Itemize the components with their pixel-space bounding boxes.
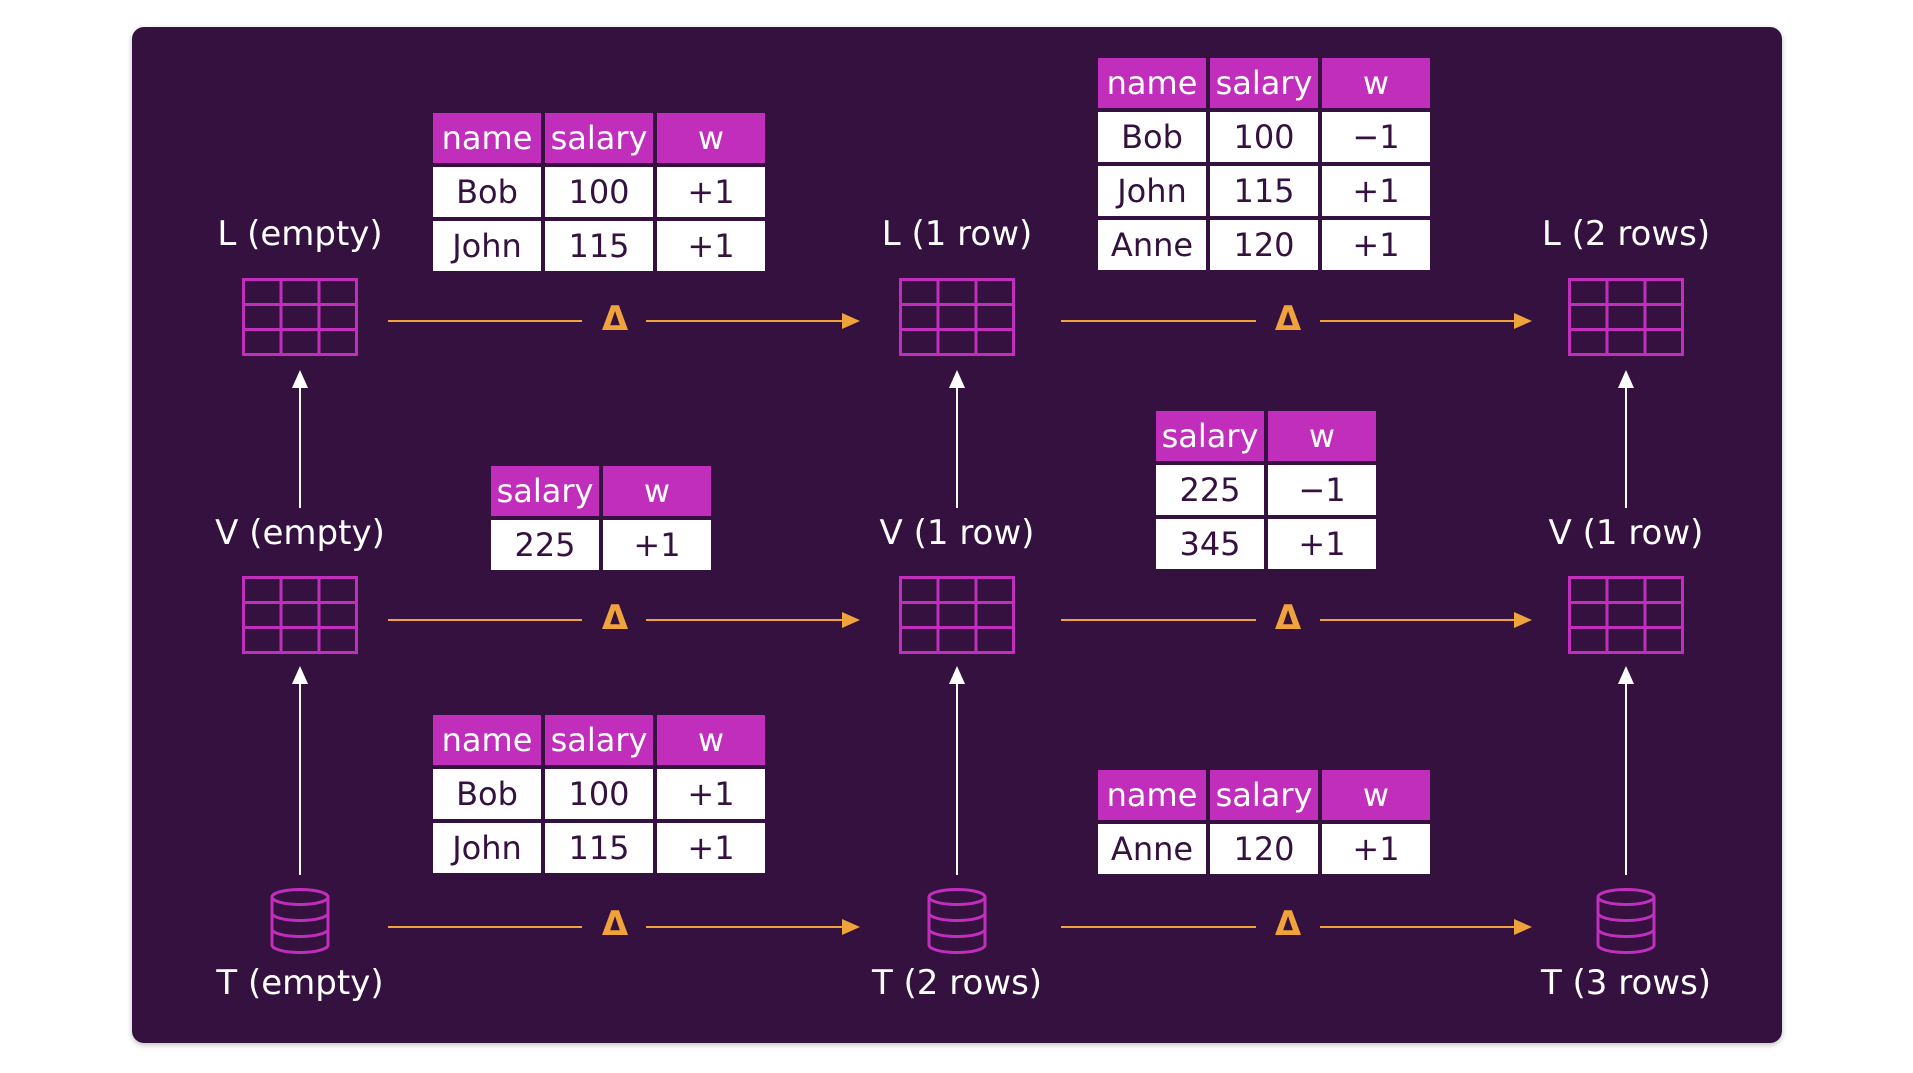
column-header: salary — [1156, 411, 1264, 461]
table-cell: 120 — [1210, 220, 1318, 270]
table-cell: John — [433, 221, 541, 271]
column-header: salary — [545, 715, 653, 765]
column-header: salary — [1210, 770, 1318, 820]
node-label-v-1row-right: V (1 row) — [1548, 513, 1704, 553]
table-grid-icon — [1568, 278, 1684, 356]
table-row: John 115 +1 — [433, 221, 765, 271]
delta-table-v-2: salary w 225 −1 345 +1 — [1152, 407, 1380, 573]
table-cell: −1 — [1322, 112, 1430, 162]
table-cell: 100 — [545, 167, 653, 217]
column-header: w — [1322, 770, 1430, 820]
table-cell: 120 — [1210, 824, 1318, 874]
node-label-l-2rows: L (2 rows) — [1541, 214, 1711, 254]
node-label-v-1row: V (1 row) — [879, 513, 1035, 553]
table-cell: +1 — [657, 823, 765, 873]
table-cell: 115 — [1210, 166, 1318, 216]
table-row: Anne 120 +1 — [1098, 220, 1430, 270]
column-header: w — [603, 466, 711, 516]
table-row: Bob 100 +1 — [433, 769, 765, 819]
table-cell: 100 — [545, 769, 653, 819]
table-cell: 225 — [491, 520, 599, 570]
table-row: Bob 100 −1 — [1098, 112, 1430, 162]
table-cell: +1 — [1268, 519, 1376, 569]
column-header: w — [657, 715, 765, 765]
column-header: name — [1098, 770, 1206, 820]
table-cell: Anne — [1098, 220, 1206, 270]
table-cell: John — [433, 823, 541, 873]
database-icon — [1596, 888, 1656, 954]
delta-table-l-2: name salary w Bob 100 −1 John 115 +1 Ann… — [1094, 54, 1434, 274]
table-cell: +1 — [1322, 824, 1430, 874]
table-cell: Anne — [1098, 824, 1206, 874]
delta-symbol: Δ — [601, 598, 629, 638]
delta-table-l-1: name salary w Bob 100 +1 John 115 +1 — [429, 109, 769, 275]
table-grid-icon — [242, 576, 358, 654]
table-row: Anne 120 +1 — [1098, 824, 1430, 874]
table-cell: 100 — [1210, 112, 1318, 162]
table-cell: Bob — [433, 167, 541, 217]
node-label-t-2rows: T (2 rows) — [871, 963, 1043, 1003]
table-row: 345 +1 — [1156, 519, 1376, 569]
delta-symbol: Δ — [601, 299, 629, 339]
column-header: salary — [1210, 58, 1318, 108]
column-header: salary — [545, 113, 653, 163]
table-grid-icon — [1568, 576, 1684, 654]
column-header: name — [433, 113, 541, 163]
table-row: 225 +1 — [491, 520, 711, 570]
table-cell: −1 — [1268, 465, 1376, 515]
table-cell: +1 — [1322, 220, 1430, 270]
column-header: name — [433, 715, 541, 765]
table-grid-icon — [242, 278, 358, 356]
column-header: w — [1322, 58, 1430, 108]
delta-symbol: Δ — [601, 904, 629, 944]
table-cell: 115 — [545, 221, 653, 271]
delta-symbol: Δ — [1274, 598, 1302, 638]
table-cell: Bob — [433, 769, 541, 819]
table-row: John 115 +1 — [1098, 166, 1430, 216]
table-cell: +1 — [657, 769, 765, 819]
table-cell: 345 — [1156, 519, 1264, 569]
column-header: name — [1098, 58, 1206, 108]
delta-symbol: Δ — [1274, 299, 1302, 339]
table-cell: John — [1098, 166, 1206, 216]
database-icon — [270, 888, 330, 954]
node-label-l-empty: L (empty) — [217, 214, 383, 254]
node-label-t-3rows: T (3 rows) — [1540, 963, 1712, 1003]
table-cell: +1 — [1322, 166, 1430, 216]
node-label-l-1row: L (1 row) — [881, 214, 1033, 254]
table-cell: +1 — [657, 167, 765, 217]
table-cell: +1 — [657, 221, 765, 271]
table-cell: Bob — [1098, 112, 1206, 162]
node-label-v-empty: V (empty) — [215, 513, 385, 553]
database-icon — [927, 888, 987, 954]
node-label-t-empty: T (empty) — [216, 963, 384, 1003]
table-cell: 225 — [1156, 465, 1264, 515]
column-header: salary — [491, 466, 599, 516]
delta-table-t-2: name salary w Anne 120 +1 — [1094, 766, 1434, 878]
column-header: w — [1268, 411, 1376, 461]
column-header: w — [657, 113, 765, 163]
table-row: John 115 +1 — [433, 823, 765, 873]
delta-table-v-1: salary w 225 +1 — [487, 462, 715, 574]
table-grid-icon — [899, 278, 1015, 356]
delta-table-t-1: name salary w Bob 100 +1 John 115 +1 — [429, 711, 769, 877]
table-cell: 115 — [545, 823, 653, 873]
table-row: Bob 100 +1 — [433, 167, 765, 217]
table-cell: +1 — [603, 520, 711, 570]
delta-symbol: Δ — [1274, 904, 1302, 944]
table-grid-icon — [899, 576, 1015, 654]
table-row: 225 −1 — [1156, 465, 1376, 515]
